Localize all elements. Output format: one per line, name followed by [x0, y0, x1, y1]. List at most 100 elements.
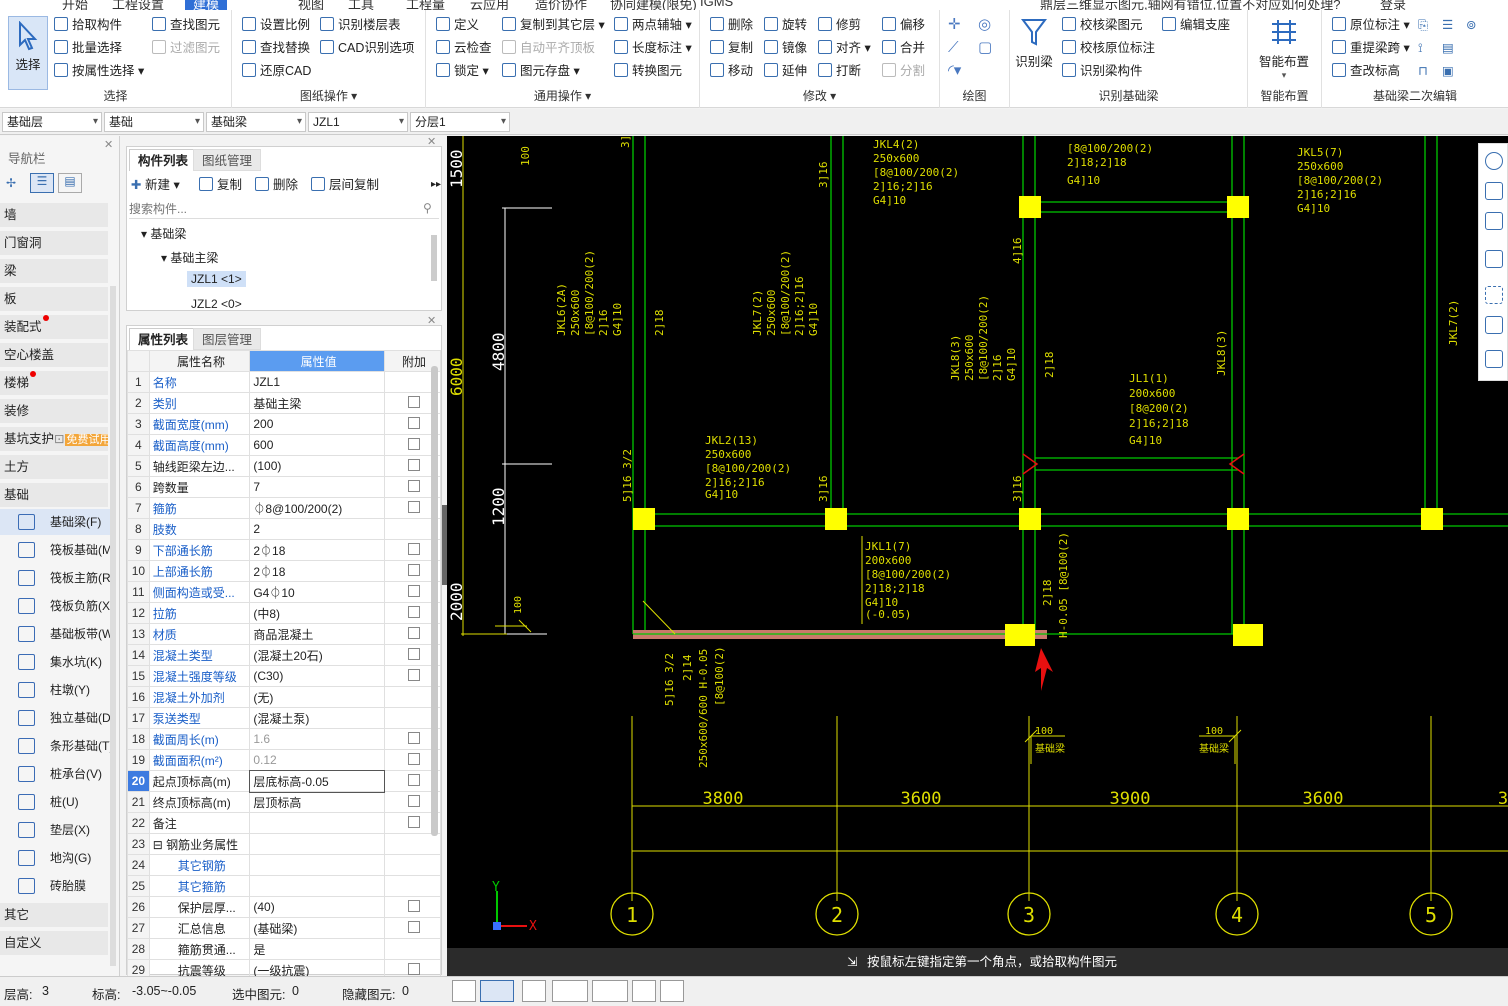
- nav-item-raft[interactable]: 筏板基础(M): [0, 537, 112, 563]
- copy-to-layer-button[interactable]: 复制到其它层 ▾: [502, 15, 605, 35]
- attach-checkbox[interactable]: [407, 731, 420, 744]
- nav-cat-stairs[interactable]: 楼梯: [0, 371, 108, 395]
- column[interactable]: [1233, 624, 1263, 646]
- snap-mode-icon[interactable]: [480, 980, 514, 1002]
- property-value[interactable]: [249, 854, 385, 876]
- sublayer-select[interactable]: 分层1: [410, 112, 510, 132]
- ortho-mode-icon[interactable]: [452, 980, 476, 1002]
- nav-scrollbar[interactable]: [110, 286, 116, 966]
- identify-floor-table-button[interactable]: 识别楼层表: [320, 15, 401, 35]
- property-value[interactable]: 层底标高-0.05: [248, 769, 386, 793]
- group-title-drawing[interactable]: 图纸操作 ▾: [299, 89, 358, 103]
- nav-item-pile-cap[interactable]: 桩承台(V): [0, 761, 112, 787]
- nav-cat-door[interactable]: 门窗洞: [0, 231, 108, 255]
- tab-cost[interactable]: 造价协作: [535, 0, 588, 10]
- identify-comp-button[interactable]: 识别梁构件: [1062, 61, 1143, 81]
- nav-list-view-icon[interactable]: ☰: [30, 173, 54, 193]
- attach-checkbox[interactable]: [407, 899, 420, 912]
- identify-beam-button[interactable]: 识别梁: [1014, 16, 1054, 70]
- cad-drawing[interactable]: 1 2 3 4 5 3800 3600 3900 3600 3 1500 480…: [447, 136, 1508, 948]
- attach-checkbox[interactable]: [407, 647, 420, 660]
- delete-button[interactable]: 删除: [710, 15, 753, 35]
- nav-cat-foundation[interactable]: 基础: [0, 483, 108, 507]
- more-icon[interactable]: ▸▸: [431, 179, 442, 190]
- property-value[interactable]: ⏀8@100/200(2): [249, 497, 385, 519]
- attach-checkbox[interactable]: [407, 563, 420, 576]
- nav-cat-slab[interactable]: 板: [0, 287, 108, 311]
- nav-item-foundation-beam[interactable]: 基础梁(F): [0, 509, 112, 535]
- panel-close-icon[interactable]: ✕: [427, 136, 437, 148]
- nav-cat-decoration[interactable]: 装修: [0, 399, 108, 423]
- column[interactable]: [1019, 196, 1041, 218]
- column[interactable]: [1019, 508, 1041, 530]
- panel-close-icon[interactable]: ✕: [427, 315, 437, 327]
- attach-checkbox[interactable]: [407, 605, 420, 618]
- mirror-button[interactable]: 镜像: [764, 38, 807, 58]
- list-view-icon[interactable]: [1485, 350, 1503, 368]
- column[interactable]: [825, 508, 847, 530]
- group-title-common[interactable]: 通用操作 ▾: [533, 89, 592, 103]
- offset-button[interactable]: 偏移: [882, 15, 925, 35]
- tab-igms[interactable]: IGMS: [700, 0, 734, 9]
- check-beam-button[interactable]: 校核梁图元: [1062, 15, 1143, 35]
- property-value[interactable]: 600: [249, 434, 385, 456]
- property-value[interactable]: 层顶标高: [249, 791, 385, 813]
- property-value[interactable]: JZL1: [249, 371, 385, 393]
- tab-start[interactable]: 开始: [62, 0, 89, 10]
- property-value[interactable]: (混凝土20石): [249, 644, 385, 666]
- layer-copy-button[interactable]: 层间复制: [311, 175, 379, 195]
- edit2-tool5-icon[interactable]: ▤: [1442, 41, 1454, 55]
- property-value[interactable]: [249, 875, 385, 897]
- attach-checkbox[interactable]: [407, 584, 420, 597]
- delete-component-button[interactable]: 删除: [255, 175, 298, 195]
- attach-checkbox[interactable]: [407, 500, 420, 513]
- nav-cat-other[interactable]: 其它: [0, 903, 108, 927]
- attach-checkbox[interactable]: [407, 773, 420, 786]
- length-mark-button[interactable]: 长度标注 ▾: [614, 38, 692, 58]
- tab-modeling[interactable]: 建模: [185, 0, 228, 10]
- property-value[interactable]: 0.12: [249, 749, 385, 771]
- angle-snap-icon[interactable]: [552, 980, 588, 1002]
- edit2-tool2-icon[interactable]: ☰: [1442, 18, 1454, 32]
- edit2-tool3-icon[interactable]: ⊚: [1466, 18, 1477, 32]
- view-elev-button[interactable]: 查改标高: [1332, 61, 1400, 81]
- tree-group[interactable]: ▾ 基础主梁: [161, 251, 219, 265]
- nav-item-raft-main-rebar[interactable]: 筏板主筋(R): [0, 565, 112, 591]
- pick-component-button[interactable]: 拾取构件: [54, 15, 122, 35]
- property-value[interactable]: 商品混凝土: [249, 623, 385, 645]
- property-value[interactable]: G4⏀10: [249, 581, 385, 603]
- edit2-tool7-icon[interactable]: ▣: [1442, 64, 1454, 78]
- component-search-input[interactable]: [129, 199, 439, 219]
- cube-top-icon[interactable]: [1485, 316, 1503, 334]
- property-value[interactable]: (中8): [249, 602, 385, 624]
- column[interactable]: [1421, 508, 1443, 530]
- nav-cat-earth[interactable]: 土方: [0, 455, 108, 479]
- tab-component-list[interactable]: 构件列表: [129, 149, 198, 171]
- copy-component-button[interactable]: 复制: [199, 175, 242, 195]
- edit-support-button[interactable]: 编辑支座: [1162, 15, 1230, 35]
- property-value[interactable]: 200: [249, 413, 385, 435]
- column[interactable]: [633, 508, 655, 530]
- nav-item-pile[interactable]: 桩(U): [0, 789, 112, 815]
- nav-item-cushion[interactable]: 垫层(X): [0, 817, 112, 843]
- property-value[interactable]: (40): [249, 896, 385, 918]
- nav-pin-icon[interactable]: ✢: [6, 176, 17, 190]
- dimension-snap-icon[interactable]: [592, 980, 628, 1002]
- select-by-attr-button[interactable]: 按属性选择 ▾: [54, 61, 144, 81]
- nav-close-icon[interactable]: ✕: [104, 139, 114, 151]
- column[interactable]: [1005, 624, 1035, 646]
- tree-item-jzl1[interactable]: JZL1 <1>: [187, 271, 246, 287]
- nav-item-isolated-footing[interactable]: 独立基础(D): [0, 705, 112, 731]
- tab-view[interactable]: 视图: [298, 0, 325, 10]
- tab-drawing-manage[interactable]: 图纸管理: [193, 149, 262, 171]
- tab-collab[interactable]: 协同建模(限免): [610, 0, 697, 10]
